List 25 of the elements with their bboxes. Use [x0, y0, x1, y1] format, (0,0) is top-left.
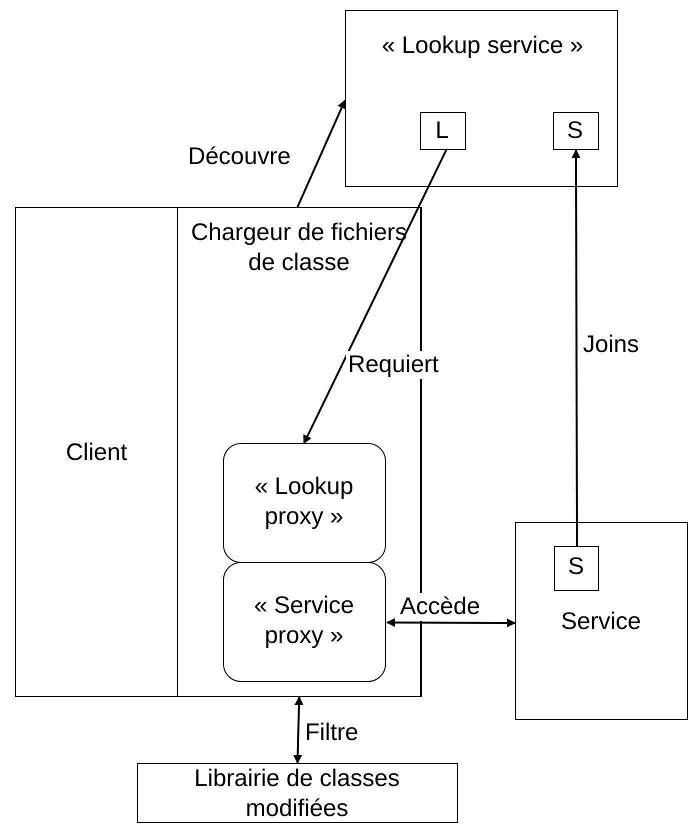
box-title: Service	[560, 607, 642, 637]
edge-label: Requiert	[346, 351, 441, 379]
proxy-label: « Lookup proxy »	[254, 472, 354, 532]
lookup-service-box	[345, 10, 618, 187]
class-library-box	[137, 763, 458, 823]
arrow	[572, 149, 581, 546]
arrow	[293, 696, 304, 764]
box-letter: L	[434, 116, 450, 146]
registry-entry-box	[552, 112, 598, 150]
arrow	[302, 150, 448, 444]
box-title: Librairie de classes modifiées	[193, 764, 401, 824]
edge-label: Accède	[398, 593, 482, 621]
arrow	[296, 99, 346, 208]
registry-entry-box	[554, 546, 599, 591]
arrow	[386, 618, 516, 628]
box-letter: S	[566, 552, 585, 582]
proxy-box	[223, 562, 386, 682]
proxy-label: « Service proxy »	[252, 590, 356, 650]
column-title: Chargeur de fichiers de classe	[190, 218, 408, 278]
box-letter: S	[566, 116, 584, 146]
service-box	[515, 522, 688, 720]
proxy-box	[223, 442, 386, 562]
registry-entry-box	[420, 112, 466, 150]
box-title: « Lookup service »	[380, 31, 584, 61]
box-title: Client	[64, 438, 128, 468]
